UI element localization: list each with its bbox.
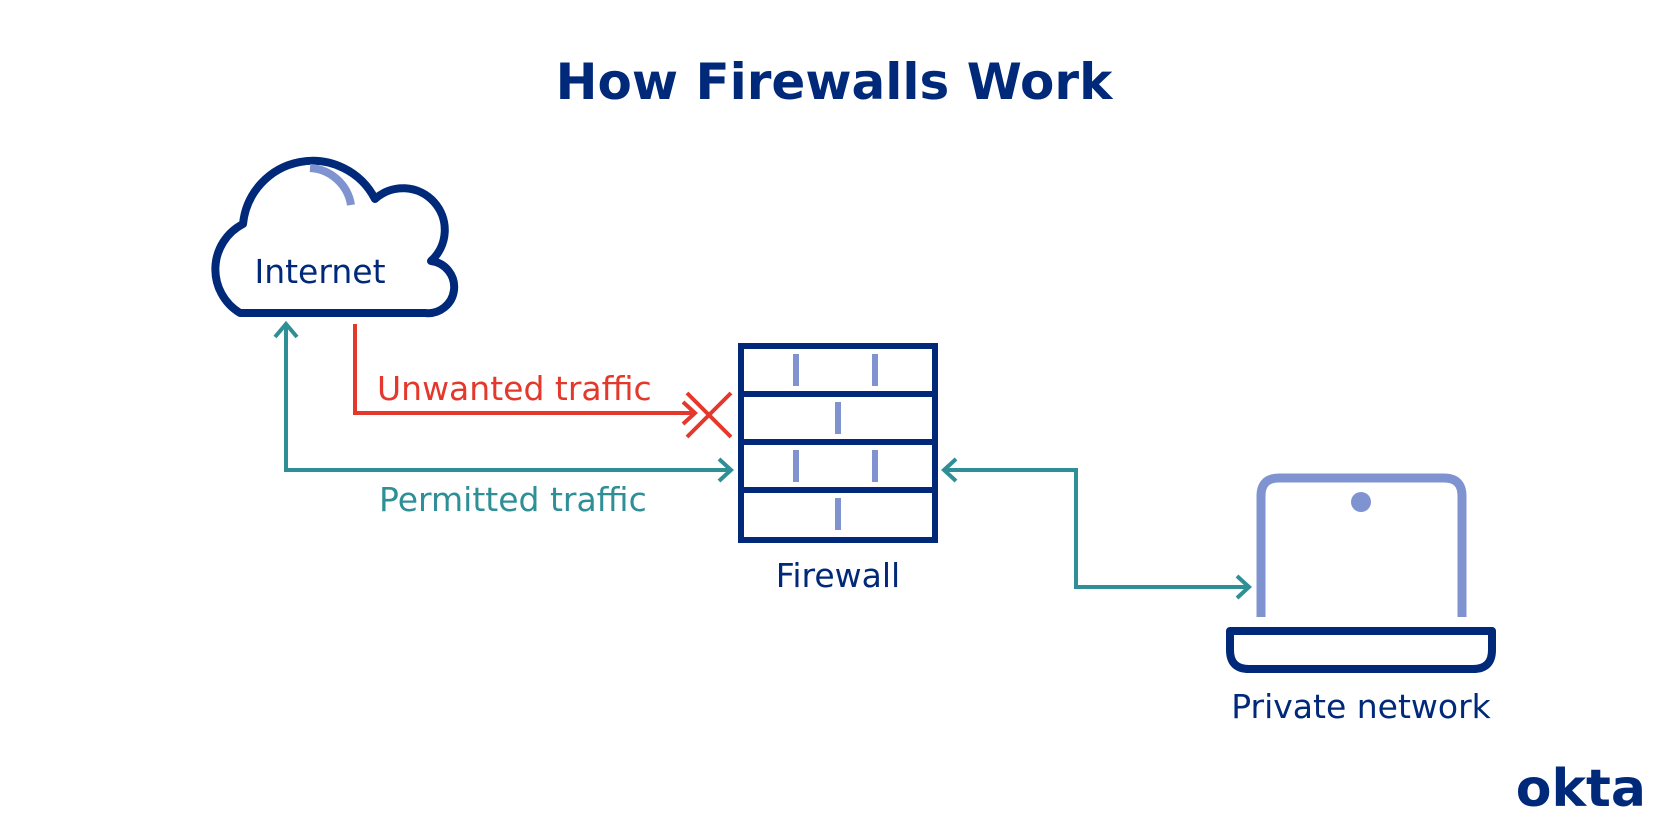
arrow-left-icon [941, 457, 958, 483]
laptop-camera [1351, 492, 1371, 512]
permitted-traffic-flow: Permitted traffic [273, 320, 734, 519]
okta-logo: okta [1516, 759, 1646, 819]
firewall-node: Firewall [738, 343, 938, 595]
private-network-label: Private network [1231, 687, 1491, 726]
internet-label: Internet [254, 252, 385, 291]
laptop-base [1226, 627, 1496, 673]
private-link-line [944, 468, 1249, 589]
arrow-right-icon [1235, 574, 1252, 600]
private-link-flow [941, 457, 1252, 600]
unwanted-traffic-arrowhead [681, 400, 698, 426]
laptop-icon [1226, 473, 1496, 673]
permitted-traffic-line [284, 326, 730, 472]
private-network-node: Private network [1226, 473, 1496, 726]
permitted-traffic-label: Permitted traffic [379, 480, 647, 519]
unwanted-traffic-flow: Unwanted traffic [353, 324, 733, 439]
internet-node: Internet [211, 156, 459, 318]
cloud-highlight-arc [309, 164, 355, 206]
unwanted-traffic-line [353, 324, 695, 415]
laptop-screen [1256, 473, 1467, 617]
unwanted-traffic-label: Unwanted traffic [377, 369, 652, 408]
x-mark-icon [685, 391, 733, 439]
diagram-title: How Firewalls Work [556, 53, 1114, 111]
arrow-up-icon [273, 320, 299, 339]
arrow-right-icon [717, 457, 734, 483]
firewall-label: Firewall [776, 556, 900, 595]
cloud-icon [211, 156, 459, 318]
brick-wall-icon [738, 343, 938, 543]
